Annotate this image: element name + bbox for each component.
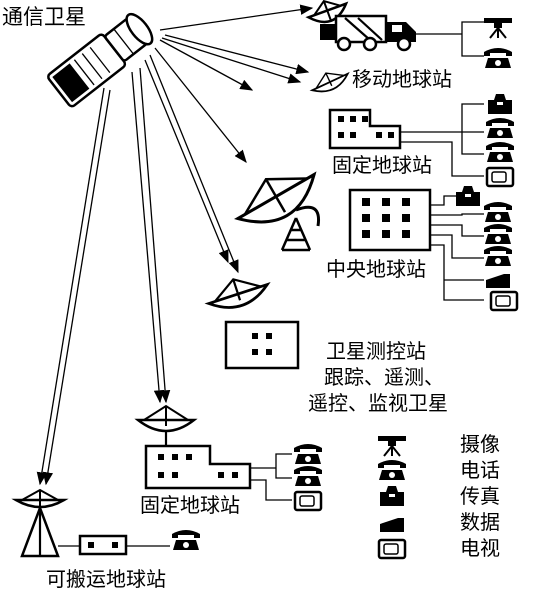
legend: 摄像 电话 传真 数据 电视 — [377, 432, 500, 560]
telephone-icon — [484, 202, 512, 222]
legend-label: 数据 — [460, 510, 500, 534]
satellite-label: 通信卫星 — [2, 5, 86, 29]
ttc-function-line2: 遥控、监视卫星 — [308, 391, 448, 415]
ttc-function-line1: 跟踪、遥测、 — [324, 365, 444, 389]
data-terminal-icon — [486, 274, 510, 288]
portable-terminal-icon — [78, 534, 128, 556]
tv-icon — [293, 490, 323, 512]
legend-label: 电视 — [460, 536, 500, 560]
data-terminal-icon — [380, 518, 404, 532]
central-station-label: 中央地球站 — [326, 257, 426, 281]
telephone-icon — [486, 142, 514, 162]
telephone-icon — [486, 118, 514, 138]
mobile-station-label: 移动地球站 — [352, 67, 452, 91]
fax-icon — [380, 486, 404, 506]
telephone-icon — [294, 466, 322, 486]
mobile-truck-icon — [305, 0, 416, 52]
central-building-icon — [348, 188, 432, 252]
fixed-station-bottom-label: 固定地球站 — [140, 493, 240, 517]
camera-icon — [483, 17, 513, 39]
tv-icon — [377, 538, 407, 560]
telephone-icon — [172, 530, 200, 550]
legend-label: 摄像 — [460, 432, 500, 456]
legend-label: 电话 — [460, 458, 500, 482]
signal-beams — [36, 4, 314, 486]
legend-label: 传真 — [460, 484, 500, 508]
telephone-icon — [484, 48, 512, 68]
dish-icon — [136, 404, 196, 433]
large-dish-icon — [234, 171, 321, 252]
ttc-building-icon — [224, 320, 300, 370]
fixed-station-top-label: 固定地球站 — [332, 153, 432, 177]
portable-station-label: 可搬运地球站 — [46, 567, 166, 591]
building-icon — [144, 444, 252, 490]
dish-icon — [307, 63, 352, 99]
building-icon — [328, 108, 402, 150]
satellite-icon — [47, 12, 154, 108]
fax-icon — [456, 186, 480, 206]
telephone-icon — [378, 460, 406, 480]
telephone-icon — [484, 246, 512, 266]
telephone-icon — [484, 224, 512, 244]
telephone-icon — [294, 444, 322, 464]
fax-icon — [488, 94, 512, 114]
dish-icon — [202, 268, 273, 317]
tv-icon — [485, 166, 515, 188]
ttc-station-label: 卫星测控站 — [326, 339, 426, 363]
portable-dish-icon — [11, 488, 69, 558]
camera-icon — [377, 435, 407, 457]
tv-icon — [489, 290, 519, 312]
